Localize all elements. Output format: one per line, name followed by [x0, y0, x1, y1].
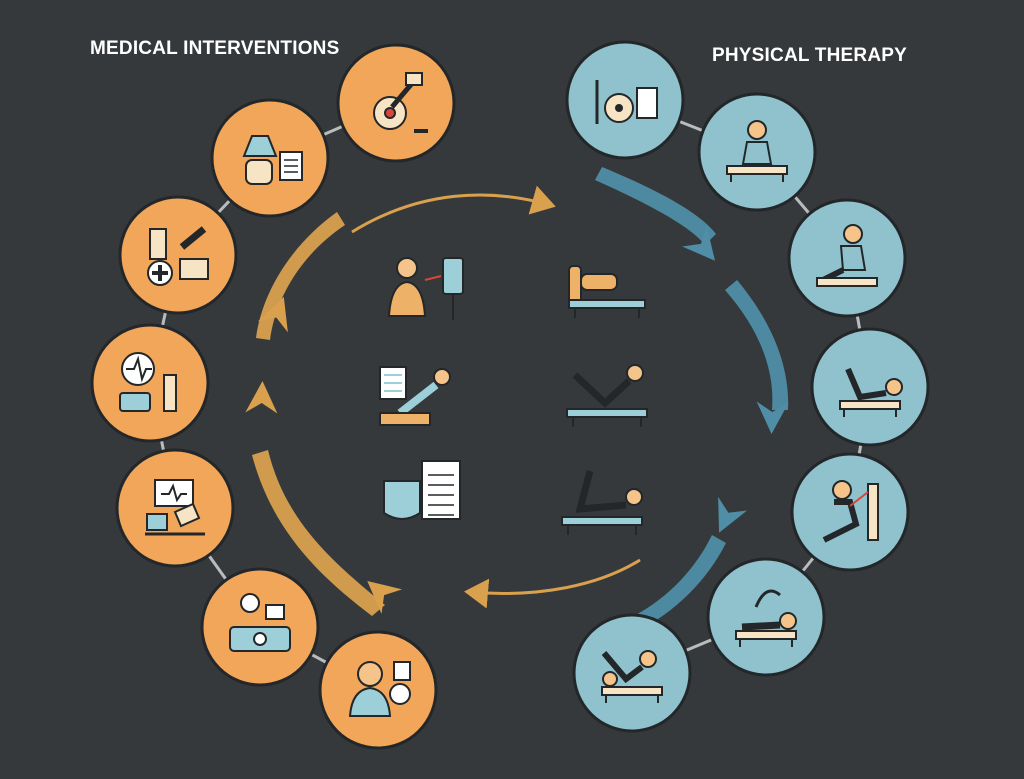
doctor-icon — [348, 661, 411, 717]
therapy-node — [810, 327, 930, 447]
therapy-node — [787, 198, 907, 318]
orange-arrowhead — [245, 381, 278, 414]
cycle-arrows — [245, 167, 789, 649]
therapy-node — [790, 452, 910, 572]
orange-arrowhead — [257, 296, 288, 333]
resistance-band-icon — [822, 480, 879, 543]
ultrasound-icon — [145, 479, 205, 536]
therapy-node — [565, 40, 685, 160]
xray-review-icon — [379, 366, 451, 426]
patient-couch-icon — [568, 265, 646, 318]
thin-arrow-bottom — [464, 558, 641, 609]
sitting-stretch-icon — [816, 224, 878, 287]
doctor-iv-icon — [387, 257, 464, 320]
medical-node — [118, 195, 238, 315]
orange-swoosh — [252, 450, 385, 616]
orange-swoosh — [256, 212, 345, 340]
medical-node — [90, 323, 210, 443]
seated-patient-icon — [726, 120, 788, 182]
therapy-node — [697, 92, 817, 212]
exercise-bike-icon — [373, 72, 428, 133]
blue-swoosh — [725, 280, 789, 410]
medical-node — [336, 43, 456, 163]
ice-pack-chart-icon — [383, 460, 461, 520]
medical-node — [210, 98, 330, 218]
assisted-stretch-icon — [601, 650, 663, 703]
blue-arrowhead — [682, 225, 715, 261]
blue-arrowhead — [718, 496, 748, 533]
therapy-node — [572, 613, 692, 733]
medical-node — [318, 630, 438, 750]
blue-swoosh — [595, 167, 716, 245]
mri-scanner-icon — [242, 135, 303, 185]
stationary-bike-icon — [595, 80, 658, 124]
medical-node — [115, 448, 235, 568]
center-group — [379, 257, 648, 535]
heart-monitor-icon — [119, 352, 177, 412]
medical-interventions-title: MEDICAL INTERVENTIONS — [90, 38, 340, 59]
physical-therapy-title: PHYSICAL THERAPY — [712, 45, 907, 66]
leg-lift-icon — [566, 364, 648, 427]
orange-arrowhead — [367, 581, 403, 614]
medication-icon — [147, 226, 209, 286]
surgery-bed-icon — [229, 593, 291, 652]
medical-node — [200, 567, 320, 687]
lying-stretch-icon — [561, 470, 643, 535]
leg-exercise-icon — [839, 367, 903, 417]
therapy-node — [706, 557, 826, 677]
traction-table-icon — [735, 589, 797, 647]
thin-arrow-top — [351, 185, 556, 234]
blue-arrowhead — [756, 401, 789, 434]
node-group — [90, 40, 930, 750]
